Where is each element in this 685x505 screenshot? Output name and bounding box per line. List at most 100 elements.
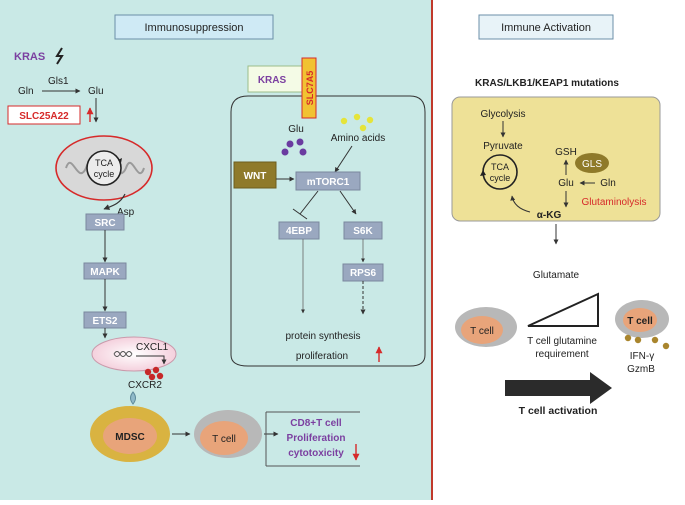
right-title-box: [478, 14, 614, 40]
tca-cycle-icon: [86, 150, 122, 186]
glu-label-middle: Glu: [288, 124, 304, 135]
glycolysis-label: Glycolysis: [480, 109, 525, 120]
amino-acid-dot: [340, 117, 348, 125]
left-title-box: [114, 14, 274, 40]
kras-label-middle: KRAS: [258, 75, 287, 86]
activation-arrow: [505, 372, 612, 404]
s6k-label: S6K: [353, 226, 373, 237]
mdsc-label: MDSC: [115, 432, 144, 443]
right-panel-background: [432, 0, 685, 500]
glu-label-left: Glu: [88, 86, 104, 97]
cytokine-dot: [634, 336, 642, 344]
slc25a22-label: SLC25A22: [19, 111, 69, 122]
4ebp-box: [278, 221, 320, 240]
result-line2: Proliferation: [287, 433, 346, 444]
glu-dot: [286, 140, 294, 148]
tcell-left-bottom-nucleus: [200, 421, 248, 455]
mtorc1-box: [295, 171, 361, 191]
akg-to-tca-arrow: [510, 195, 531, 213]
requirement-line2: requirement: [535, 349, 589, 360]
cxcr2-label: CXCR2: [128, 380, 162, 391]
asp-label: Asp: [117, 207, 135, 218]
glu-label-right: Glu: [558, 178, 574, 189]
gzmb-label: GzmB: [627, 364, 655, 375]
cxcr2-receptor-icon: [130, 391, 136, 405]
glutamine-requirement-triangle: [527, 292, 599, 327]
mdsc-nucleus: [103, 418, 157, 454]
tcell-right-left-nucleus: [461, 316, 503, 344]
ets2-label: ETS2: [92, 316, 117, 327]
proliferation-label: proliferation: [296, 351, 348, 362]
mtorc1-inhibits-4ebp: [292, 190, 319, 220]
cell-membrane: [230, 95, 426, 367]
ifng-label: IFN-γ: [630, 351, 654, 362]
wnt-box: [233, 161, 277, 189]
glu-dot: [299, 148, 307, 156]
akg-label: α-KG: [537, 210, 562, 221]
mapk-label: MAPK: [90, 267, 120, 278]
chemokine-dot: [148, 373, 156, 381]
tca-label-right-line2: cycle: [490, 173, 511, 183]
requirement-line1: T cell glutamine: [527, 336, 597, 347]
4ebp-label: 4EBP: [286, 226, 312, 237]
glu-dot: [296, 138, 304, 146]
nucleus: [91, 336, 177, 372]
gls1-label: Gls1: [48, 76, 69, 87]
mito-to-asp-arrow: [103, 193, 126, 210]
pyruvate-label: Pyruvate: [483, 141, 523, 152]
slc7a5-transporter: [301, 57, 317, 119]
wnt-label: WNT: [244, 171, 267, 182]
kras-box-middle: [247, 65, 303, 93]
gln-label: Gln: [18, 86, 34, 97]
tca-cycle-arrowhead-right: [480, 170, 486, 176]
dna-icon: [113, 351, 133, 357]
cxcl1-arrow: [136, 355, 167, 365]
mtorc1-to-s6k-arrow: [339, 190, 357, 215]
glu-dot: [281, 148, 289, 156]
tcell-right-right-nucleus: [623, 308, 657, 332]
chemokine-dot: [152, 366, 160, 374]
gls-label: GLS: [582, 159, 602, 170]
tca-label-line1: TCA: [95, 158, 113, 168]
cytokine-dot: [662, 342, 670, 350]
cytokine-dot: [651, 336, 659, 344]
left-panel-title: Immunosuppression: [144, 22, 243, 34]
protein-synthesis-label: protein synthesis: [285, 331, 360, 342]
glutamate-label: Glutamate: [533, 270, 580, 281]
tumor-cell-box: [451, 96, 661, 222]
right-panel-title: Immune Activation: [501, 22, 591, 34]
amino-acid-dot: [353, 113, 361, 121]
activation-label: T cell activation: [519, 405, 598, 417]
amino-acids-label: Amino acids: [331, 133, 385, 144]
slc7a5-label: SLC7A5: [305, 71, 315, 106]
slc25a22-box: [7, 105, 81, 125]
gln-label-right: Gln: [600, 178, 616, 189]
gls-enzyme: [575, 153, 609, 173]
tca-cycle-arrowhead: [118, 158, 122, 163]
rps6-label: RPS6: [350, 268, 377, 279]
mtorc1-label: mTORC1: [307, 177, 350, 188]
tcell-label-left: T cell: [212, 434, 236, 445]
result-line3: cytotoxicity: [288, 448, 344, 459]
amino-acid-dot: [359, 124, 367, 132]
amino-acids-to-mtorc1-arrow: [334, 145, 353, 173]
glutaminolysis-label: Glutaminolysis: [581, 197, 646, 208]
gsh-label: GSH: [555, 147, 577, 158]
tcell-label-right-right: T cell: [627, 316, 653, 327]
chemokine-dot: [144, 368, 152, 376]
kras-label-left: KRAS: [14, 51, 45, 63]
tcell-label-right-left: T cell: [470, 326, 494, 337]
result-bracket: [265, 411, 360, 467]
src-label: SRC: [94, 218, 115, 229]
tca-label-line2: cycle: [94, 169, 115, 179]
amino-acid-dot: [366, 116, 374, 124]
cxcl1-label: CXCL1: [136, 342, 169, 353]
cytokine-dot: [624, 334, 632, 342]
lightning-icon: [55, 47, 64, 65]
chemokine-dot: [156, 372, 164, 380]
mutations-label: KRAS/LKB1/KEAP1 mutations: [475, 78, 619, 89]
tca-label-right-line1: TCA: [491, 162, 509, 172]
result-line1: CD8+T cell: [290, 418, 342, 429]
